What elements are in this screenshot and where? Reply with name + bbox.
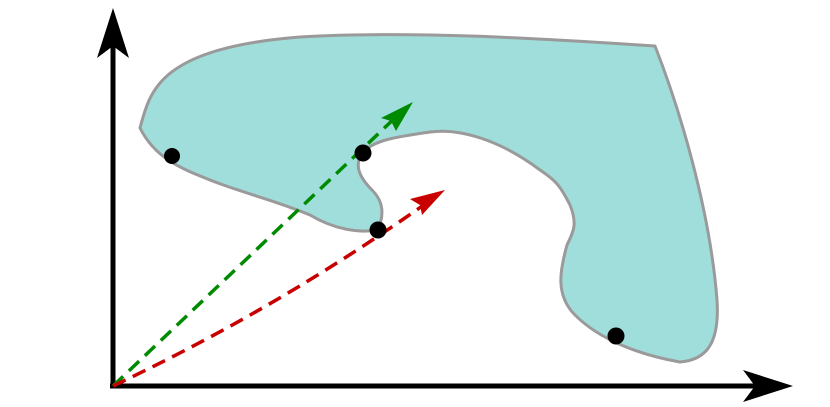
point-1 [164,148,180,164]
red-ray-arrowhead [410,190,445,215]
y-axis-arrow [97,8,129,58]
x-axis-arrow [743,370,793,402]
point-3 [369,221,387,239]
green-ray-arrowhead [381,102,413,131]
point-2 [354,144,372,162]
point-4 [607,327,625,345]
non-convex-region [138,33,719,364]
